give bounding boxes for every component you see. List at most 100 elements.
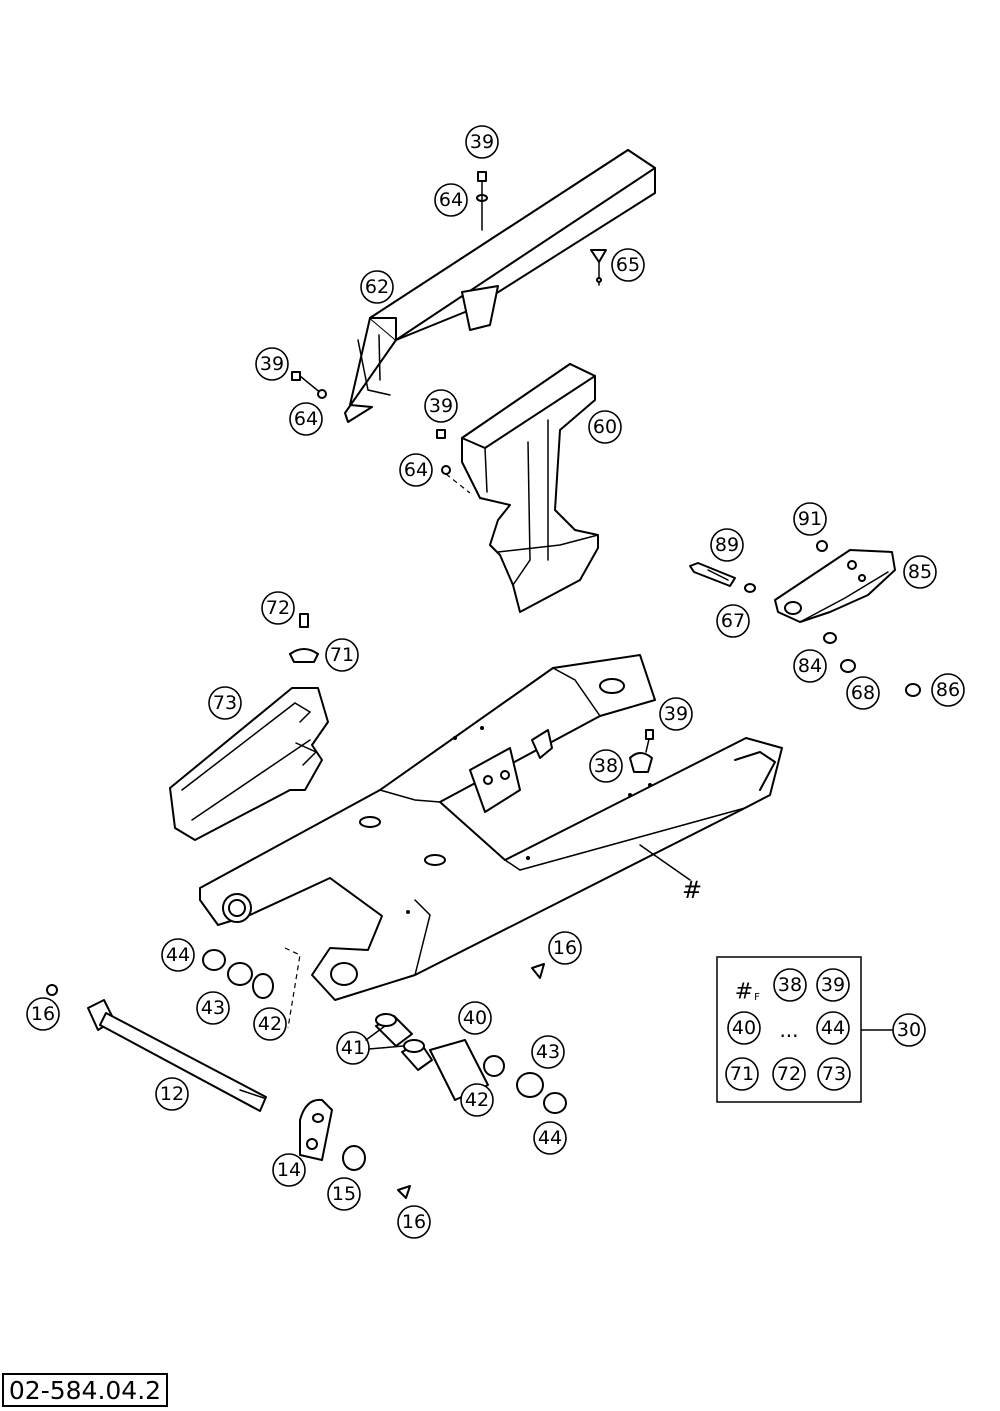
kit-box: # F 38 39 40 ... 44 71 72 73 [716, 956, 862, 1103]
grease-nipple-16c [397, 1185, 411, 1199]
kit-ellipsis: ... [779, 1018, 798, 1042]
callout-15: 15 [327, 1177, 361, 1211]
callout-64a-label: 64 [439, 189, 463, 211]
kit-item-39: 39 [816, 968, 850, 1002]
callout-12-label: 12 [160, 1083, 184, 1105]
callout-64a: 64 [434, 183, 468, 217]
swingarm-marker: # [682, 876, 702, 904]
callout-60: 60 [588, 410, 622, 444]
washer-67 [744, 583, 756, 593]
swingarm-part [199, 654, 783, 1001]
callout-30: 30 [892, 1013, 926, 1047]
clip-38 [629, 752, 653, 773]
washer-84 [823, 632, 837, 644]
washer-42a [252, 973, 274, 999]
plug-65 [590, 249, 607, 286]
grease-nipple-16a [46, 984, 58, 996]
bolt-39c [436, 429, 446, 439]
callout-89-label: 89 [715, 534, 739, 556]
callout-84-label: 84 [798, 655, 822, 677]
callout-12: 12 [155, 1077, 189, 1111]
callout-44b-label: 44 [538, 1127, 562, 1149]
callout-39d: 39 [659, 697, 693, 731]
kit-item-38: 38 [773, 968, 807, 1002]
callout-64c-label: 64 [404, 459, 428, 481]
callout-86: 86 [931, 673, 965, 707]
callout-73-label: 73 [213, 692, 237, 714]
bolt-39a [477, 171, 487, 182]
callout-72-label: 72 [266, 597, 290, 619]
screw-39d [645, 729, 654, 753]
kit-item-44-label: 44 [821, 1017, 845, 1039]
chain-slider-part [461, 363, 599, 613]
kit-item-73: 73 [817, 1057, 851, 1091]
callout-41: 41 [336, 1031, 370, 1065]
kit-item-73-label: 73 [822, 1063, 846, 1085]
callout-14: 14 [272, 1153, 306, 1187]
callout-60-label: 60 [593, 416, 617, 438]
kit-marker-suffix: F [754, 992, 760, 1003]
callout-39a-label: 39 [470, 131, 494, 153]
callout-16b: 16 [548, 931, 582, 965]
kit-item-44: 44 [816, 1011, 850, 1045]
callout-72: 72 [261, 591, 295, 625]
callout-16c: 16 [397, 1205, 431, 1239]
callout-43b-label: 43 [536, 1041, 560, 1063]
kit-item-39-label: 39 [821, 974, 845, 996]
bolt-39b [291, 371, 323, 395]
callout-62: 62 [360, 270, 394, 304]
callout-39c-label: 39 [429, 395, 453, 417]
callout-14-label: 14 [277, 1159, 301, 1181]
nut-86 [905, 683, 921, 697]
callout-38: 38 [589, 749, 623, 783]
callout-68: 68 [846, 676, 880, 710]
callout-64c: 64 [399, 453, 433, 487]
callout-44b: 44 [533, 1121, 567, 1155]
bearing-43b [516, 1072, 544, 1098]
callout-44a-label: 44 [166, 944, 190, 966]
kit-item-72-label: 72 [777, 1063, 801, 1085]
cap-71 [289, 648, 319, 663]
callout-42a: 42 [253, 1007, 287, 1041]
callout-39b-label: 39 [260, 353, 284, 375]
kit-item-71-label: 71 [730, 1063, 754, 1085]
callout-43a: 43 [196, 991, 230, 1025]
callout-89: 89 [710, 528, 744, 562]
callout-84: 84 [793, 649, 827, 683]
callout-42b: 42 [460, 1083, 494, 1117]
screw-72 [299, 613, 309, 628]
callout-44a: 44 [161, 938, 195, 972]
kit-item-71: 71 [725, 1057, 759, 1091]
callout-39a: 39 [465, 125, 499, 159]
chain-guard-part [344, 149, 656, 423]
nut-15 [342, 1145, 366, 1171]
drawing-number: 02-584.04.2 [2, 1373, 168, 1407]
callout-86-label: 86 [936, 679, 960, 701]
callout-73: 73 [208, 686, 242, 720]
callout-16c-label: 16 [402, 1211, 426, 1233]
seal-44b [543, 1092, 567, 1114]
callout-43b: 43 [531, 1035, 565, 1069]
callout-65-label: 65 [616, 254, 640, 276]
washer-64b [317, 389, 327, 399]
chain-guide-85 [774, 549, 896, 623]
callout-71-label: 71 [330, 644, 354, 666]
callout-40: 40 [458, 1001, 492, 1035]
chain-sliding-guard-73 [169, 687, 329, 841]
callout-71: 71 [325, 638, 359, 672]
plate-14 [299, 1098, 333, 1161]
callout-85: 85 [903, 555, 937, 589]
callout-67: 67 [716, 604, 750, 638]
callout-30-label: 30 [897, 1019, 921, 1041]
bolt-91 [816, 540, 828, 552]
nut-68 [840, 659, 856, 673]
callout-91-label: 91 [798, 508, 822, 530]
callout-68-label: 68 [851, 682, 875, 704]
kit-item-38-label: 38 [778, 974, 802, 996]
grease-nipple-16b [531, 963, 545, 979]
callout-65: 65 [611, 248, 645, 282]
callout-16a-label: 16 [31, 1003, 55, 1025]
bearing-43a [227, 962, 253, 986]
callout-39d-label: 39 [664, 703, 688, 725]
kit-marker: # [735, 980, 753, 1005]
